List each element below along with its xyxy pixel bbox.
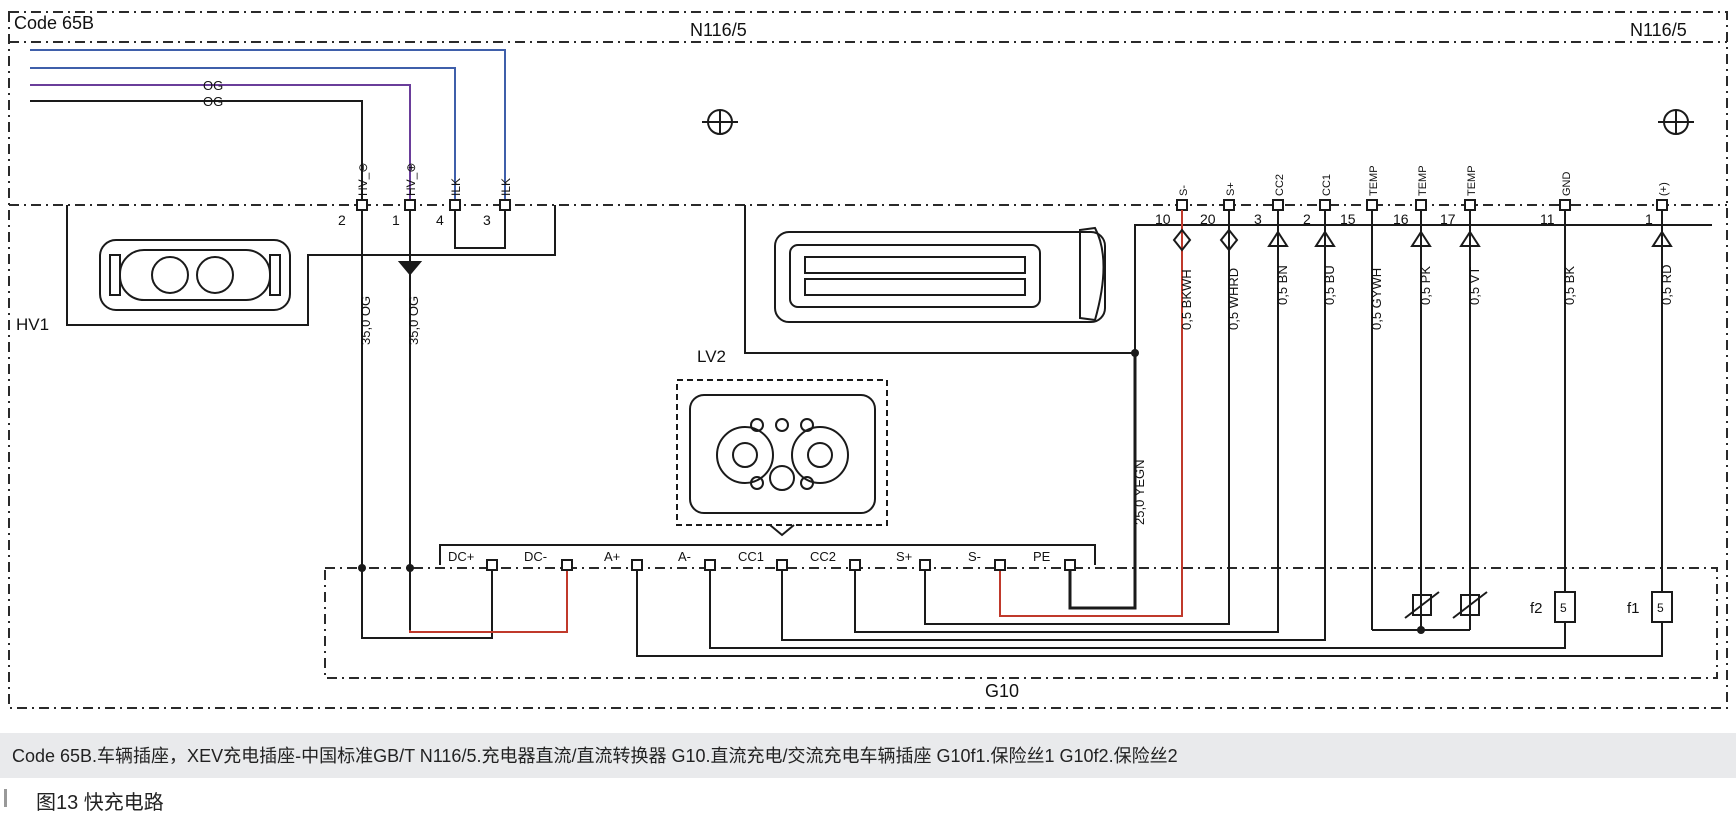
hv-pin-name: ILK: [499, 178, 513, 196]
fuse-label: f2: [1530, 600, 1543, 617]
lv-wire-markers: [1172, 228, 1673, 252]
socket-pin-label: CC1: [738, 549, 764, 564]
pe-wire-label: 25,0 YEGN: [1132, 459, 1147, 525]
socket-pin-label: S-: [968, 549, 981, 564]
hv-pin-number: 2: [338, 212, 346, 228]
socket-pin-label: DC+: [448, 549, 474, 564]
lv-wire-label: 0,5 BKWH: [1179, 269, 1194, 330]
hv-wire-label: 35,0 OG: [358, 296, 373, 345]
lv-pin-name: GND: [1561, 172, 1573, 197]
fuse-value: 5: [1657, 601, 1664, 615]
lv2-label: LV2: [697, 347, 726, 366]
lv-pin-name: (+): [1658, 182, 1670, 196]
frame-label: Code 65B: [14, 13, 94, 33]
lv-pin-name: S-: [1178, 185, 1190, 196]
lv-pin-names: S- S+ CC2 CC1 TEMP TEMP TEMP GND (+): [1178, 165, 1670, 196]
socket-pin-label: PE: [1033, 549, 1051, 564]
fuse-boxes: [1554, 591, 1673, 623]
g10-label: G10: [985, 681, 1019, 701]
lv-pin-number: 17: [1440, 211, 1456, 227]
hv-pin-name: ILK: [449, 178, 463, 196]
lv-pin-number: 3: [1254, 211, 1262, 227]
hv-pin-name: HV_⊖: [356, 163, 370, 196]
lv-wire-label: 0,5 BU: [1322, 265, 1337, 305]
frame-lines: [8, 11, 1728, 709]
lv-pin-number: 11: [1540, 211, 1555, 227]
lv-wires: [636, 210, 1663, 657]
figure-marker: [4, 789, 7, 807]
junction-dot: [1131, 349, 1139, 357]
legend-caption: Code 65B.车辆插座，XEV充电插座-中国标准GB/T N116/5.充电…: [12, 746, 1178, 766]
n116-label-center: N116/5: [690, 20, 747, 40]
lv-wire-label: 0,5 PK: [1418, 266, 1433, 305]
lv-pin-number: 20: [1200, 211, 1216, 227]
lv-pin-number: 15: [1340, 211, 1356, 227]
caption-band: [0, 733, 1736, 778]
lv-wire-label: 0,5 GYWH: [1369, 268, 1384, 330]
lv-pin-number: 16: [1393, 211, 1409, 227]
socket-pin-label: A+: [604, 549, 620, 564]
hv-pin-name: HV_⊕: [404, 163, 418, 196]
socket-pin-label: A-: [678, 549, 691, 564]
hv-pin-number: 1: [392, 212, 400, 228]
socket-pin-label: S+: [896, 549, 912, 564]
lv-pin-name: TEMP: [1368, 165, 1380, 196]
lv-wire-label: 0,5 BK: [1562, 266, 1577, 305]
n116-label-right: N116/5: [1630, 20, 1687, 40]
hv-pin-names: HV_⊖ HV_⊕ ILK ILK: [356, 163, 513, 196]
ground-symbol-center: [702, 109, 738, 135]
lv-pin-name: CC2: [1274, 174, 1286, 196]
hv-pin-number: 3: [483, 212, 491, 228]
fuse-value: 5: [1560, 601, 1567, 615]
temperature-sensor-icon: [1404, 591, 1488, 619]
socket-pin-label: DC-: [524, 549, 547, 564]
junction-dot: [358, 564, 366, 572]
socket-pin-squares: [486, 559, 1076, 571]
figure-title: 图13 快充电路: [36, 792, 164, 814]
og-wire-label-2: OG: [203, 94, 223, 109]
ground-symbol-right: [1658, 109, 1694, 135]
lv-wire-label: 0,5 BN: [1275, 265, 1290, 305]
lv-pin-numbers: 10 20 3 2 15 16 17 11 1: [1155, 211, 1653, 227]
socket-pin-labels: DC+ DC- A+ A- CC1 CC2 S+ S- PE: [448, 549, 1051, 564]
junction-dot: [406, 564, 414, 572]
fuse-label: f1: [1627, 600, 1640, 617]
junction-dot: [1417, 626, 1425, 634]
lv-wire-labels: 0,5 BKWH 0,5 WHRD 0,5 BN 0,5 BU 0,5 GYWH…: [1179, 265, 1674, 330]
lv-pin-name: TEMP: [1466, 165, 1478, 196]
lv-pin-name: S+: [1225, 182, 1237, 196]
hv-pin-numbers: 2 1 4 3: [338, 212, 491, 228]
lv-pin-name: TEMP: [1417, 165, 1429, 196]
hv-pin-number: 4: [436, 212, 444, 228]
hv-wires: [361, 210, 568, 639]
lv-pin-name: CC1: [1321, 174, 1333, 196]
charging-socket-image: [676, 379, 888, 537]
hv1-connector: [66, 205, 556, 326]
hv-wire-label: 35,0 OG: [406, 296, 421, 345]
lv-pin-number: 1: [1645, 211, 1653, 227]
lv-wire-label: 0,5 VT: [1467, 267, 1482, 305]
lv-wire-label: 0,5 WHRD: [1226, 268, 1241, 330]
socket-pin-bar: [439, 544, 1096, 565]
upper-wires: [30, 49, 506, 205]
socket-pin-label: CC2: [810, 549, 836, 564]
hv1-label: HV1: [16, 315, 49, 334]
lv-wire-label: 0,5 RD: [1659, 265, 1674, 305]
lv-pin-number: 10: [1155, 211, 1171, 227]
og-wire-label-1: OG: [203, 78, 223, 93]
lv-pin-number: 2: [1303, 211, 1311, 227]
